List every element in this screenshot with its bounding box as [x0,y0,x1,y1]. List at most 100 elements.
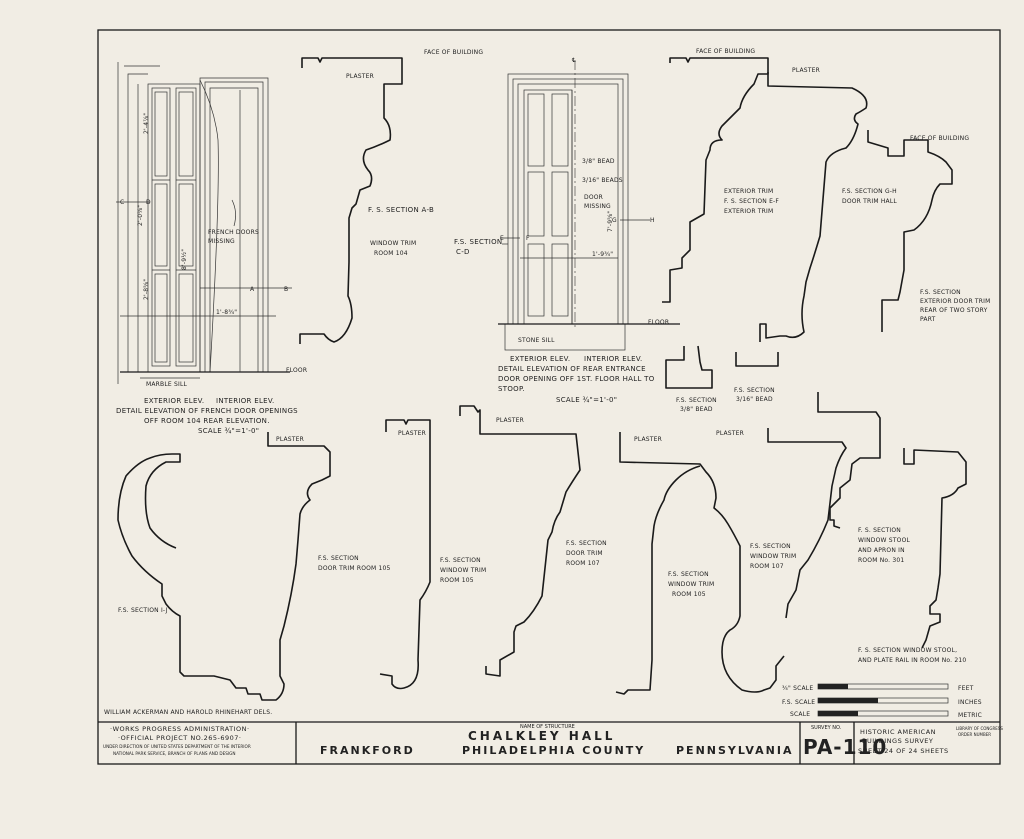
wpa-line-2: ·OFFICIAL PROJECT NO.265-6907· [118,734,241,742]
caption-right-scale: SCALE ¾"=1'-0" [556,396,617,404]
rear-entrance-elevation [498,60,680,351]
label-stool301-1: F. S. SECTION [858,527,901,534]
label-plaster-1: PLASTER [346,73,374,80]
wpa-line-4: NATIONAL PARK SERVICE, BRANCH OF PLANS A… [113,751,236,756]
dim-panel-3: 2'-8⅝" [143,279,150,300]
label-section-ij: F.S. SECTION I-J [118,607,168,614]
label-ef-2: F. S. SECTION E-F [724,198,779,205]
label-point-h: H [650,217,655,224]
label-french-doors-1: FRENCH DOORS [208,229,259,236]
survey-number: PA-110 [803,735,887,759]
label-section-cd-suffix: C-D [456,248,470,256]
label-wt107-2: WINDOW TRIM [750,553,796,560]
scale-unit-3: METRIC [958,712,982,719]
sheet-border [97,29,1001,765]
moulding-profiles [117,57,967,701]
french-door-elevation [116,62,292,384]
label-wt107-1: F.S. SECTION [750,543,791,550]
location-county: PHILADELPHIA COUNTY [462,744,645,757]
label-point-d: D [146,199,151,206]
label-point-g: G [612,217,617,224]
delineator-credits: WILLIAM ACKERMAN AND HAROLD RHINEHART DE… [104,709,272,716]
label-ef-3: EXTERIOR TRIM [724,208,773,215]
caption-left-4: OFF ROOM 104 REAR ELEVATION. [144,417,270,425]
label-plaster-2: PLASTER [792,67,820,74]
label-stool301-4: ROOM No. 301 [858,557,904,564]
label-french-doors-2: MISSING [208,238,235,245]
label-stool210-1: F. S. SECTION WINDOW STOOL, [858,647,957,654]
wpa-line-1: ·WORKS PROGRESS ADMINISTRATION· [110,725,250,733]
label-window-trim-104-2: ROOM 104 [374,250,408,257]
label-ext-door-4: PART [920,316,936,323]
dim-height-right: 7'-9⅝" [607,211,614,232]
profile-section-window-trim-105-lower [615,465,701,695]
dim-width-left: 1'-8¾" [216,309,237,316]
label-floor-2: FLOOR [648,319,669,326]
label-point-f: F [526,235,530,242]
scale-unit-2: INCHES [958,699,982,706]
profile-section-gh [759,72,868,342]
library-line-2: ORDER NUMBER [958,732,991,737]
label-section-ab: F. S. SECTION A-B [368,206,434,214]
caption-left-scale: SCALE ¾"=1'-0" [198,427,259,435]
label-wt105-3: ROOM 105 [440,577,474,584]
label-face-of-building-1: FACE OF BUILDING [424,49,483,56]
label-wt105b-2: WINDOW TRIM [668,581,714,588]
label-stool301-2: WINDOW STOOL [858,537,910,544]
graphic-scales: ¾" SCALE FEET F.S. SCALE INCHES SCALE ME… [782,683,982,719]
label-point-a: A [250,286,255,293]
label-bead38-2: 3/8" BEAD [680,406,713,413]
label-wt105b-1: F.S. SECTION [668,571,709,578]
label-centerline: ℄ [572,57,576,64]
structure-name: CHALKLEY HALL [468,729,615,743]
scale-unit-1: FEET [958,685,974,692]
label-plaster-3: PLASTER [276,436,304,443]
profile-section-door-trim-107 [619,432,785,693]
scale-label-1: ¾" SCALE [782,685,813,692]
name-caption: NAME OF STRUCTURE [520,724,575,730]
sheet-number: SHEET 24 OF 24 SHEETS [858,747,949,755]
dim-width-right: 1'-9¾" [592,251,613,258]
label-section-cd-prefix: F.S. SECTION [454,238,502,246]
dim-panel-2: 2'-0⅝" [137,205,144,226]
label-plaster-7: PLASTER [716,430,744,437]
label-gh-1: F.S. SECTION G-H [842,188,897,195]
profile-section-door-trim-105 [379,419,431,690]
caption-right-5: STOOP. [498,385,525,393]
label-ext-door-3: REAR OF TWO STORY [920,307,988,314]
label-floor-1: FLOOR [286,367,307,374]
label-point-c: C [120,199,124,206]
label-dt107-1: F.S. SECTION [566,540,607,547]
label-stool301-3: AND APRON IN [858,547,905,554]
scale-label-3: SCALE [790,711,810,718]
profile-section-window-trim-105 [459,405,581,677]
caption-right-2: INTERIOR ELEV. [584,355,643,363]
dim-height-left: 8'-9½" [181,249,188,270]
caption-left-3: DETAIL ELEVATION OF FRENCH DOOR OPENINGS [116,407,298,415]
profile-section-ef [662,57,769,303]
caption-left-1: EXTERIOR ELEV. [144,397,204,405]
profile-bead-3-16 [735,352,779,367]
caption-left-2: INTERIOR ELEV. [216,397,275,405]
label-dt105-1: F.S. SECTION [318,555,359,562]
label-dt105-2: DOOR TRIM ROOM 105 [318,565,391,572]
label-bead316-2: 3/16" BEAD [736,396,773,403]
label-face-of-building-2: FACE OF BUILDING [696,48,755,55]
survey-caption: SURVEY NO. [811,725,842,731]
label-ext-door-2: EXTERIOR DOOR TRIM [920,298,991,305]
label-window-trim-104-1: WINDOW TRIM [370,240,416,247]
label-door-missing-2: MISSING [584,203,611,210]
label-wt105-2: WINDOW TRIM [440,567,486,574]
label-point-e: E [500,235,504,242]
location-town: FRANKFORD [320,744,415,757]
label-plaster-6: PLASTER [634,436,662,443]
label-door-missing-1: DOOR [584,194,603,201]
dim-panel-1: 2'-4⅞" [143,113,150,134]
label-point-b: B [284,286,288,293]
label-stool210-2: AND PLATE RAIL IN ROOM No. 210 [858,657,966,664]
habs-line-2: BUILDINGS SURVEY [862,737,933,745]
label-dt107-3: ROOM 107 [566,560,600,567]
wpa-line-3: UNDER DIRECTION OF UNITED STATES DEPARTM… [103,744,251,749]
label-stone-sill: STONE SILL [518,337,555,344]
